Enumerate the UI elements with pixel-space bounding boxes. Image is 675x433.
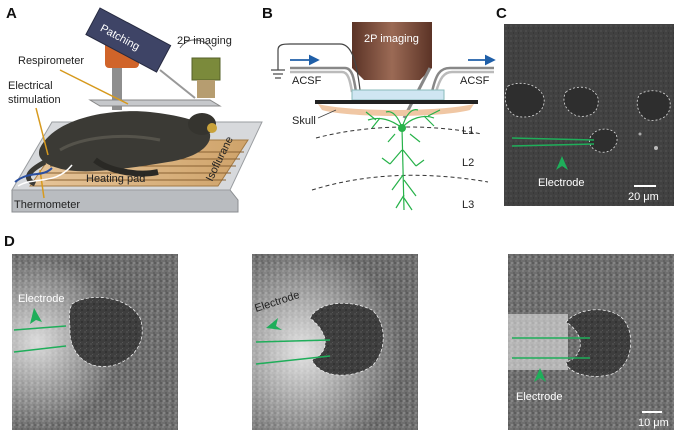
headplate bbox=[315, 100, 478, 104]
c-electrode-label: Electrode bbox=[538, 177, 584, 189]
stimulation-label: stimulation bbox=[8, 94, 61, 106]
c-cell-1 bbox=[504, 82, 545, 118]
panel-d-letter: D bbox=[4, 233, 15, 250]
neuron-soma bbox=[398, 124, 406, 132]
panel-b-letter: B bbox=[262, 5, 273, 22]
c-cell-3 bbox=[636, 90, 671, 121]
c-target-cell bbox=[589, 128, 618, 153]
patching-head bbox=[85, 7, 172, 73]
d-scale-label: 10 μm bbox=[638, 417, 669, 429]
stage-post bbox=[112, 52, 122, 110]
panel-c-letter: C bbox=[496, 5, 507, 22]
c-cell-2 bbox=[563, 86, 599, 117]
d2-cell bbox=[309, 302, 384, 376]
c-electrode-arrow bbox=[556, 156, 568, 170]
electrical-label: Electrical bbox=[8, 80, 53, 92]
d2-electrode-top bbox=[255, 339, 331, 343]
d2-electrode-arrow bbox=[266, 318, 282, 330]
isoflurane-mask bbox=[207, 123, 217, 133]
d3-electrode-arrow bbox=[534, 368, 546, 382]
d1-electrode-top bbox=[13, 325, 67, 331]
l3-label: L3 bbox=[462, 199, 474, 211]
imaging-label: 2P imaging bbox=[177, 35, 232, 47]
b-imaging-label: 2P imaging bbox=[364, 33, 419, 45]
2p-objective-tip bbox=[197, 80, 215, 98]
c-scale-label: 20 μm bbox=[628, 191, 659, 203]
d1-electrode-arrow bbox=[30, 308, 42, 324]
respirometer-pointer bbox=[59, 69, 129, 105]
c-electrode-top bbox=[511, 137, 595, 141]
acsf-chamber bbox=[351, 89, 445, 101]
d-image-1: Electrode bbox=[12, 254, 178, 430]
d-image-2: Electrode bbox=[252, 254, 418, 430]
l2-boundary bbox=[311, 174, 489, 191]
d2-electrode-bottom bbox=[255, 355, 331, 365]
d1-cell bbox=[69, 297, 143, 367]
patch-pipette bbox=[159, 69, 196, 99]
d3-electrode-label: Electrode bbox=[516, 391, 562, 403]
stimulation-pointer bbox=[35, 107, 49, 156]
thermometer-label: Thermometer bbox=[14, 199, 80, 211]
heating-pad-label: Heating pad bbox=[86, 173, 145, 185]
acsf-left-label: ACSF bbox=[292, 75, 322, 87]
panel-c-image: C Electrode 20 μm bbox=[496, 5, 674, 206]
panel-d-images: D Electrode Electrode bbox=[4, 233, 674, 430]
panel-a-setup-illustration: A Patching bbox=[6, 5, 263, 213]
d1-electrode-label: Electrode bbox=[18, 293, 64, 305]
l1-label: L1 bbox=[462, 125, 474, 137]
c-electrode-bottom bbox=[511, 143, 595, 147]
panel-b-schematic: B 2P imaging ACSF ACSF Skull bbox=[262, 5, 496, 211]
d-image-3: Electrode 10 μm bbox=[508, 254, 674, 430]
skull-label: Skull bbox=[292, 115, 316, 127]
panel-a-letter: A bbox=[6, 5, 17, 22]
l2-label: L2 bbox=[462, 157, 474, 169]
respirometer-label: Respirometer bbox=[18, 55, 84, 67]
d3-cell bbox=[565, 309, 632, 377]
acsf-right-label: ACSF bbox=[460, 75, 490, 87]
cat-body bbox=[38, 111, 211, 172]
d1-electrode-bottom bbox=[13, 345, 67, 353]
skull-shape bbox=[318, 104, 474, 116]
thermometer-pointer bbox=[39, 169, 45, 199]
ground-symbol bbox=[271, 43, 361, 91]
objective-lens bbox=[352, 22, 432, 80]
thermometer-wire bbox=[14, 167, 53, 183]
2p-objective-body bbox=[191, 57, 221, 81]
